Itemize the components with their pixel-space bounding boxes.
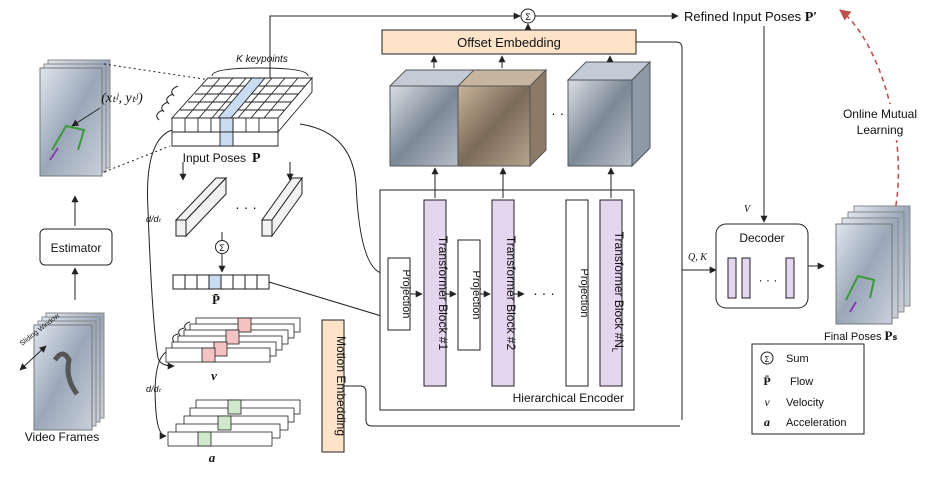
refined-poses-label: Refined Input Poses P′ bbox=[684, 9, 817, 25]
feature-cube-n bbox=[566, 60, 652, 168]
decoder-bar-2 bbox=[741, 257, 751, 299]
legend-item-sum: Σ Sum bbox=[760, 351, 809, 365]
k-keypoints-brace bbox=[211, 67, 309, 77]
mutual-learning-label-2: Learning bbox=[857, 123, 904, 137]
svg-text:Acceleration: Acceleration bbox=[786, 417, 847, 429]
decoder-ellipsis: · · · bbox=[759, 273, 778, 287]
offset-to-decoder-path bbox=[636, 41, 683, 420]
legend-item-acceleration: a Acceleration bbox=[764, 415, 847, 429]
qk-label: Q, K bbox=[688, 252, 708, 263]
svg-text:Σ: Σ bbox=[765, 355, 770, 364]
sliding-window-arrow bbox=[19, 345, 47, 371]
zoom-line-bottom bbox=[103, 145, 171, 173]
svg-text:Flow: Flow bbox=[790, 376, 813, 388]
final-poses-label: Final Poses Pₛ bbox=[824, 328, 897, 343]
transformer-block-n bbox=[599, 199, 623, 387]
sum-node-left bbox=[215, 240, 229, 254]
sum-node-left-symbol: Σ bbox=[219, 243, 225, 253]
pose-frames-stack bbox=[39, 59, 111, 177]
decoder-bar-1 bbox=[727, 257, 737, 299]
poses-to-top-sum-path bbox=[269, 12, 521, 78]
projection-box-2 bbox=[457, 239, 481, 351]
transformer-label-1: Transformer Block #1 bbox=[436, 236, 450, 351]
pose-slice-1 bbox=[174, 176, 228, 238]
legend-item-flow: P̄ Flow bbox=[763, 374, 813, 388]
slice-ellipsis: · · · bbox=[235, 199, 257, 215]
input-poses-label: Input Poses bbox=[183, 151, 246, 165]
derivative-label-1: d/dₜ bbox=[146, 214, 162, 224]
offset-embedding-label: Offset Embedding bbox=[457, 35, 561, 50]
transformer-label-2: Transformer Block #2 bbox=[504, 236, 518, 351]
transformer-label-n: Transformer Block #NL bbox=[610, 232, 626, 353]
projection-label-3: Projection bbox=[578, 269, 590, 318]
projection-box-3 bbox=[565, 199, 589, 387]
sum-node-top-symbol: Σ bbox=[525, 12, 531, 22]
cube-ellipsis: · · · bbox=[551, 105, 573, 121]
derivative-label-2: d/dₜ bbox=[146, 384, 162, 394]
velocity-to-accel-curve bbox=[154, 351, 167, 440]
zoom-line-top bbox=[103, 63, 211, 81]
final-poses-stack bbox=[835, 205, 911, 325]
velocity-loop-arrows bbox=[172, 321, 191, 343]
projection-label-2: Projection bbox=[470, 271, 482, 320]
video-frames-label: Video Frames bbox=[25, 430, 99, 444]
svg-text:v: v bbox=[764, 395, 770, 409]
feature-cube-2 bbox=[456, 68, 548, 168]
v-label: V bbox=[744, 204, 752, 215]
pose-slice-2 bbox=[261, 176, 303, 238]
decoder-bar-3 bbox=[785, 257, 795, 299]
video-frames-stack bbox=[33, 312, 105, 431]
flow-symbol: P̄ bbox=[212, 292, 220, 307]
velocity-symbol: v bbox=[211, 368, 217, 383]
estimator-label: Estimator bbox=[51, 241, 102, 255]
mutual-learning-arrow bbox=[839, 9, 900, 234]
input-poses-symbol: P bbox=[252, 151, 261, 166]
svg-text:P̄: P̄ bbox=[763, 374, 770, 388]
input-poses-grid bbox=[170, 76, 313, 147]
mutual-learning-bg bbox=[832, 104, 928, 140]
coordinate-label: (xₜʲ, yₜʲ) bbox=[101, 91, 143, 106]
poses-to-velocity-curve bbox=[147, 129, 175, 370]
encoder-ellipsis: · · · bbox=[533, 285, 555, 301]
hierarchical-encoder-label: Hierarchical Encoder bbox=[513, 391, 624, 405]
velocity-stack bbox=[165, 317, 301, 363]
temporal-loop-arrows bbox=[156, 85, 179, 121]
mutual-learning-label-1: Online Mutual bbox=[843, 107, 917, 121]
flow-to-projection-arrow bbox=[268, 281, 389, 320]
acceleration-stack bbox=[167, 399, 301, 447]
k-keypoints-label: K keypoints bbox=[236, 54, 288, 65]
svg-text:Sum: Sum bbox=[786, 353, 809, 365]
acceleration-symbol: a bbox=[209, 450, 216, 465]
coord-pointer bbox=[71, 107, 101, 127]
svg-text:Velocity: Velocity bbox=[786, 397, 824, 409]
transformer-block-1 bbox=[423, 199, 447, 387]
decoder-label: Decoder bbox=[739, 231, 784, 245]
svg-text:a: a bbox=[764, 415, 770, 429]
motion-embedding-label: Motion Embedding bbox=[334, 336, 348, 436]
estimator-box bbox=[39, 228, 113, 266]
legend-item-velocity: v Velocity bbox=[764, 395, 824, 409]
motion-to-decoder-path bbox=[344, 385, 680, 427]
flow-vector bbox=[172, 274, 270, 290]
transformer-block-2 bbox=[491, 199, 515, 387]
projection-label-1: Projection bbox=[400, 270, 412, 319]
offset-embedding-box bbox=[381, 29, 637, 55]
poses-to-projection-curve bbox=[299, 123, 387, 278]
